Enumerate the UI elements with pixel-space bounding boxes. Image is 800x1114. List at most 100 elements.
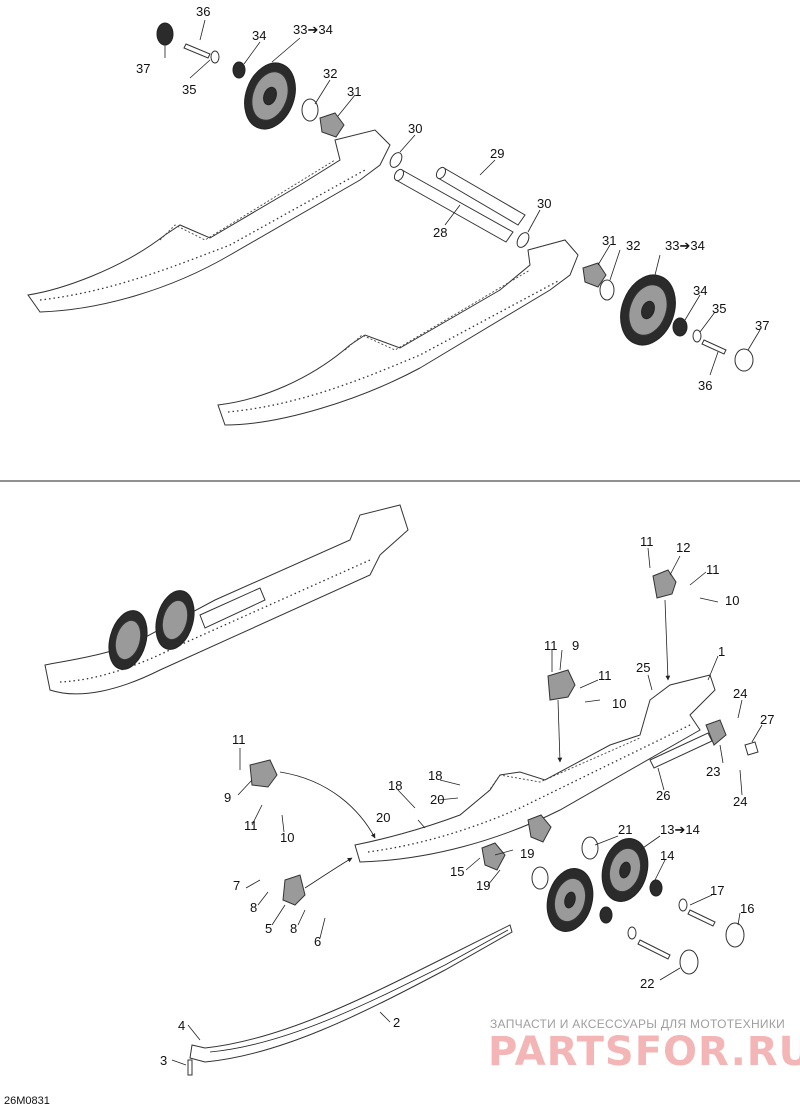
wheel-33-left — [244, 62, 296, 130]
callout: 12 — [676, 540, 690, 555]
callout: 2 — [393, 1015, 400, 1030]
rail-outline — [487, 737, 641, 793]
spacer-21-a — [581, 836, 599, 860]
bolt-36-left — [183, 43, 211, 59]
callout: 25 — [636, 660, 650, 675]
drawing-reference: 26M0831 — [4, 1095, 50, 1107]
watermark-logo: PARTSFOR.RU — [488, 1029, 800, 1075]
callout: 21 — [618, 822, 632, 837]
spacer-21-b — [531, 866, 549, 890]
callout: 31 — [347, 84, 361, 99]
callout: 20 — [376, 810, 390, 825]
callout: 24 — [733, 794, 747, 809]
callout: 13➔14 — [660, 822, 700, 837]
cap-37-left — [156, 22, 174, 46]
watermark-caption: ЗАПЧАСТИ И АКСЕССУАРЫ ДЛЯ МОТОТЕХНИКИ — [490, 1017, 785, 1031]
callout: 9 — [572, 638, 579, 653]
axle-tube-29 — [435, 166, 526, 226]
bearing-14-a — [649, 879, 663, 897]
callout: 18 — [428, 768, 442, 783]
bearing-34-right — [672, 317, 688, 337]
callout: 26 — [656, 788, 670, 803]
callout: 30 — [408, 121, 422, 136]
washer-30-left — [389, 152, 403, 168]
callout: 10 — [725, 593, 739, 608]
callout: 28 — [433, 225, 447, 240]
callout: 8 — [290, 921, 297, 936]
right-rail-outline — [344, 269, 531, 351]
bottom-callouts: 11 12 11 10 1 9 11 11 10 25 24 27 23 24 … — [160, 534, 774, 1068]
block-9-top — [547, 669, 576, 701]
block-9-left — [249, 759, 278, 788]
slider-15-right — [527, 814, 552, 843]
left-rail-outline — [159, 159, 336, 241]
callout: 15 — [450, 864, 464, 879]
callout: 22 — [640, 976, 654, 991]
watermark: ЗАПЧАСТИ И АКСЕССУАРЫ ДЛЯ МОТОТЕХНИКИ PA… — [488, 1017, 800, 1075]
callout: 18 — [388, 778, 402, 793]
spacer-32-right — [599, 279, 615, 301]
bracket-23 — [705, 719, 727, 746]
callout: 11 — [232, 732, 246, 747]
bolt-16 — [687, 909, 716, 927]
callout: 34 — [252, 28, 266, 43]
wheel-13-rear — [546, 868, 594, 932]
callout: 29 — [490, 146, 504, 161]
callout: 31 — [602, 233, 616, 248]
callout: 4 — [178, 1018, 185, 1033]
callout: 32 — [323, 66, 337, 81]
washer-17-b — [627, 926, 637, 940]
callout: 5 — [265, 921, 272, 936]
callout: 11 — [244, 818, 258, 833]
nut-27 — [744, 741, 759, 756]
callout: 1 — [718, 644, 725, 659]
callout: 11 — [598, 668, 612, 683]
callout: 10 — [280, 830, 294, 845]
callout: 11 — [640, 534, 654, 549]
right-rail-holes — [227, 279, 561, 413]
cap-37-right — [734, 348, 754, 372]
left-rail-holes — [39, 169, 366, 301]
top-callouts: 36 37 35 34 33➔34 32 31 30 29 28 30 31 3… — [136, 4, 769, 393]
wear-strip-2 — [189, 924, 513, 1063]
callout: 34 — [693, 283, 707, 298]
washer-30-right — [516, 232, 530, 248]
right-rail — [217, 239, 579, 426]
bracket-5 — [282, 874, 306, 906]
callout: 17 — [710, 883, 724, 898]
top-assembly — [27, 19, 761, 426]
washer-17-a — [678, 898, 688, 912]
callout: 23 — [706, 764, 720, 779]
callout: 35 — [182, 82, 196, 97]
callout: 10 — [612, 696, 626, 711]
block-12 — [652, 569, 677, 599]
callout: 19 — [476, 878, 490, 893]
callout: 36 — [196, 4, 210, 19]
callout: 6 — [314, 934, 321, 949]
callout: 24 — [733, 686, 747, 701]
wheel-13-front — [601, 838, 649, 902]
cap-22 — [679, 949, 699, 975]
callout: 20 — [430, 792, 444, 807]
washer-35-right — [692, 329, 702, 343]
callout: 16 — [740, 901, 754, 916]
axle-tube-28 — [393, 168, 514, 243]
wheel-33-right — [620, 274, 676, 346]
callout: 9 — [224, 790, 231, 805]
callout: 37 — [755, 318, 769, 333]
bushing-31-right — [582, 262, 607, 288]
callout: 7 — [233, 878, 240, 893]
bearing-34-left — [232, 61, 246, 79]
callout: 33➔34 — [293, 22, 333, 37]
callout: 11 — [706, 562, 720, 577]
callout: 33➔34 — [665, 238, 705, 253]
bearing-14-b — [599, 906, 613, 924]
assembled-rail-view — [44, 504, 409, 695]
callout: 14 — [660, 848, 674, 863]
screw-3 — [187, 1059, 193, 1076]
spacer-32-left — [301, 98, 319, 122]
callout: 11 — [544, 638, 558, 653]
callout: 3 — [160, 1053, 167, 1068]
